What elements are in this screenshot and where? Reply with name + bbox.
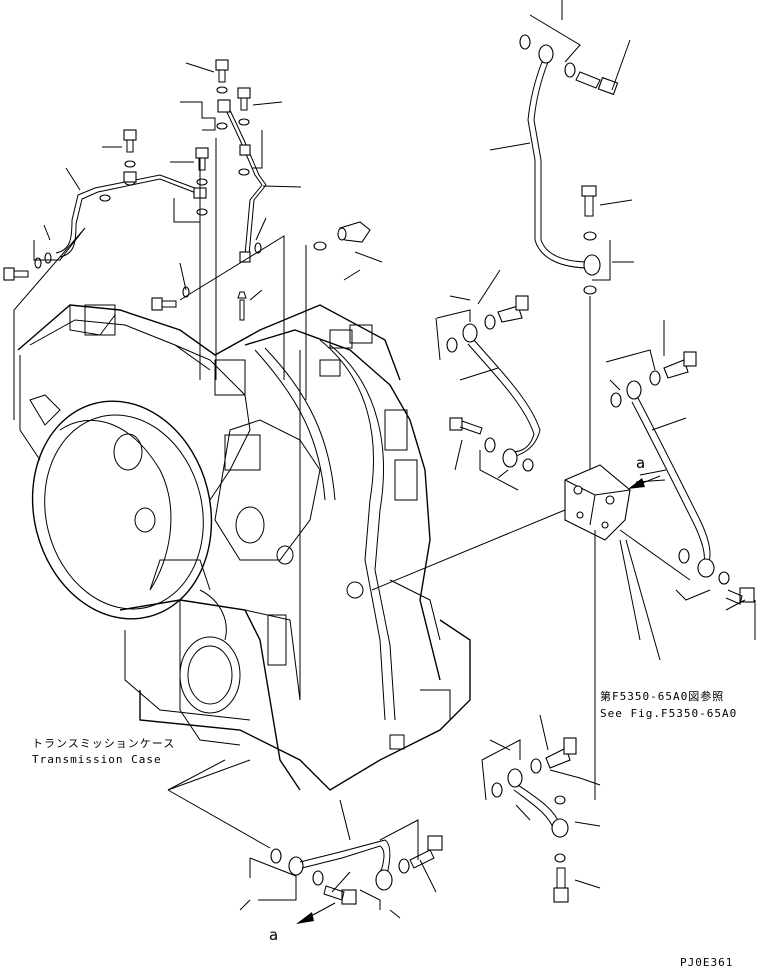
drawing-code: PJ0E361 [680, 956, 734, 969]
bolt-top-right [575, 71, 619, 96]
view-arrow-top [628, 475, 661, 489]
bolt-upper-3 [123, 129, 137, 153]
bolt-right-lower [725, 587, 755, 605]
bolt-mid-left [497, 295, 529, 323]
bolt-upper-2 [237, 87, 251, 111]
bolt-mid-right [663, 351, 697, 379]
transmission-case-label-en: Transmission Case [32, 753, 162, 766]
see-figure-label-en: See Fig.F5350-65A0 [600, 707, 738, 720]
lower-right-pipe-group [481, 714, 601, 903]
bolt-left [3, 267, 29, 281]
transmission-case [17, 304, 471, 791]
view-arrow-bottom-label: a [269, 926, 279, 944]
bolt-lower-right [545, 737, 577, 769]
bolt-mid-pipe [449, 417, 483, 435]
view-arrow-bottom [296, 902, 336, 924]
bolt-upper-4 [195, 147, 209, 171]
bolt-lower-vertical [553, 867, 569, 903]
middle-pipe-group [371, 269, 756, 800]
bottom-pipe-group [167, 759, 443, 919]
view-arrow-top-label: a [636, 454, 646, 472]
upper-left-pipe-group [3, 59, 383, 420]
upper-right-pipe-group [489, 0, 634, 480]
bolt-vertical [237, 291, 247, 321]
case-leader [167, 759, 226, 791]
transmission-case-label-jp: トランスミッションケース [32, 737, 176, 750]
bolt-bottom-right [409, 835, 443, 869]
see-fig-leader [619, 539, 641, 641]
bolt-mid [151, 297, 177, 311]
bolt-right-vertical [581, 185, 597, 217]
see-figure-label-jp: 第F5350-65A0図参照 [600, 690, 725, 703]
bolt-upper-1 [215, 59, 229, 83]
bolt-bottom-left [323, 885, 357, 905]
